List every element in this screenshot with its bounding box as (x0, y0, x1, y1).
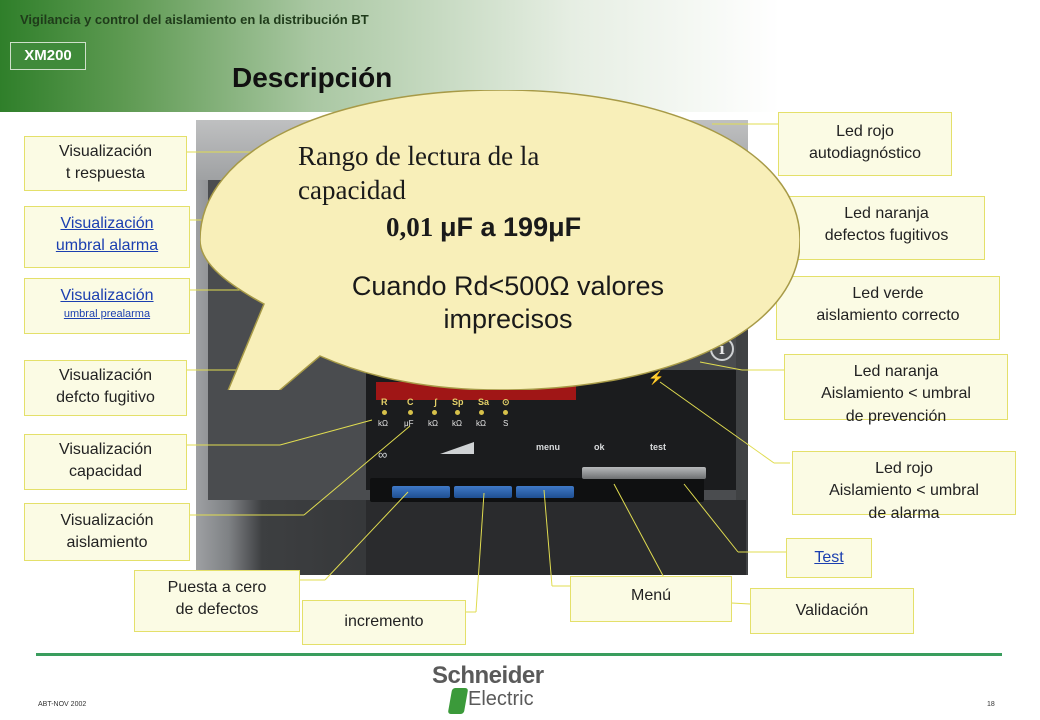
callout-line: capacidad (69, 463, 142, 481)
callout-line: umbral prealarma (63, 308, 151, 321)
callout-line: de alarma (868, 504, 940, 522)
indicator-unit: kΩ (476, 419, 486, 428)
callout-line: umbral alarma (55, 237, 159, 255)
callout-led-rojo-alarma: Led rojo Aislamiento < umbral de alarma (792, 451, 1016, 522)
callout-line: de defectos (175, 601, 259, 619)
logo-wordmark-bottom: Electric (468, 688, 534, 710)
callout-puesta-a-cero: Puesta a cero de defectos (134, 570, 300, 632)
callout-line: Led verde (852, 285, 924, 302)
callout-line: autodiagnóstico (808, 145, 922, 163)
callout-line: Led naranja (853, 363, 939, 380)
indicator-unit: μF (404, 419, 414, 428)
logo-mark-icon (447, 688, 469, 714)
indicator-label-time: ⊙ (502, 397, 510, 407)
link-visualizacion-umbral-alarma[interactable]: Visualización umbral alarma (24, 206, 190, 268)
bubble-heading-line1: Rango de lectura de la (298, 141, 540, 171)
header-title: Vigilancia y control del aislamiento en … (20, 12, 369, 27)
callout-line: aislamiento correcto (816, 307, 960, 325)
indicator-unit: S (503, 419, 509, 428)
device-base (366, 500, 746, 575)
reset-key[interactable] (392, 486, 450, 498)
page-title: Descripción (232, 62, 393, 93)
capacity-range: 0,01 μF a 199μF (386, 212, 758, 243)
callout-line: Led rojo (836, 123, 894, 140)
callout-line: Visualización (60, 215, 154, 232)
callout-incremento: incremento (302, 600, 466, 645)
callout-led-naranja-fugitivos: Led naranja defectos fugitivos (788, 196, 985, 260)
callout-line: de prevención (845, 407, 947, 425)
callout-visualizacion-aislamiento: Visualización aislamiento (24, 503, 190, 561)
page-number: 18 (987, 701, 995, 708)
device-brand-symbol: ∞ (378, 447, 388, 462)
indicator-led (432, 410, 437, 415)
callout-menu: Menú (570, 576, 732, 622)
logo-wordmark-top: Schneider (432, 662, 544, 689)
callout-visualizacion-defecto-fugitivo: Visualización defcto fugitivo (24, 360, 187, 416)
callout-line: Puesta a cero (167, 579, 267, 596)
callout-line: Visualización (60, 512, 154, 529)
callout-line: t respuesta (65, 165, 146, 183)
alarm-led-icon: ⚡ (648, 370, 665, 385)
bubble-heading-line2: capacidad (298, 174, 406, 205)
indicator-label-r: R (381, 397, 388, 407)
speech-bubble (200, 90, 800, 390)
callout-line: Aislamiento < umbral (829, 482, 979, 500)
indicator-unit: kΩ (378, 419, 388, 428)
callout-visualizacion-capacidad: Visualización capacidad (24, 434, 187, 490)
bubble-note-line1: Cuando Rd<500Ω valores (351, 270, 665, 301)
menu-key[interactable] (516, 486, 574, 498)
ok-key-label: ok (594, 442, 605, 452)
footer-divider (36, 653, 1002, 656)
callout-line: Led rojo (875, 460, 933, 477)
callout-line: aislamiento (66, 534, 148, 552)
callout-validacion: Validación (750, 588, 914, 634)
indicator-label-c: C (407, 397, 414, 407)
callout-line: Aislamiento < umbral (821, 385, 971, 403)
callout-line: defectos fugitivos (824, 227, 949, 245)
schneider-electric-logo: Schneider Electric (428, 660, 558, 716)
increment-ramp-icon (440, 442, 474, 454)
product-tag: XM200 (10, 42, 86, 70)
indicator-label-sp: Sp (452, 397, 464, 407)
link-visualizacion-umbral-prealarma[interactable]: Visualización umbral prealarma (24, 278, 190, 334)
indicator-led (503, 410, 508, 415)
callout-line: Visualización (58, 143, 153, 160)
indicator-led (455, 410, 460, 415)
callout-visualizacion-respuesta: Visualización t respuesta (24, 136, 187, 191)
callout-line: Visualización (58, 367, 153, 384)
test-key[interactable] (582, 467, 706, 479)
callout-line: defcto fugitivo (56, 389, 155, 407)
menu-key-label: menu (536, 442, 561, 452)
indicator-unit: kΩ (428, 419, 438, 428)
indicator-led (479, 410, 484, 415)
indicator-led (408, 410, 413, 415)
capacity-range-rest: μF a 199μF (440, 211, 582, 242)
link-test[interactable]: Test (786, 538, 872, 578)
indicator-unit: kΩ (452, 419, 462, 428)
footer-date: ABT-NOV 2002 (38, 701, 87, 708)
bubble-note-line2: imprecisos (443, 303, 573, 334)
test-key-label: test (650, 442, 667, 452)
capacity-range-min: 0,01 (386, 211, 440, 242)
bubble-text: Rango de lectura de la capacidad 0,01 μF… (258, 140, 758, 335)
callout-line: Visualización (58, 441, 153, 458)
indicator-led (382, 410, 387, 415)
callout-led-verde: Led verde aislamiento correcto (776, 276, 1000, 340)
callout-line: Visualización (60, 287, 154, 304)
callout-led-rojo-autodiagnostico: Led rojo autodiagnóstico (778, 112, 952, 176)
increment-key[interactable] (454, 486, 512, 498)
callout-line: Led naranja (844, 205, 929, 222)
indicator-label-sa: Sa (478, 397, 490, 407)
callout-led-naranja-prevencion: Led naranja Aislamiento < umbral de prev… (784, 354, 1008, 425)
indicator-label-fugitive: ʃ (434, 397, 437, 407)
